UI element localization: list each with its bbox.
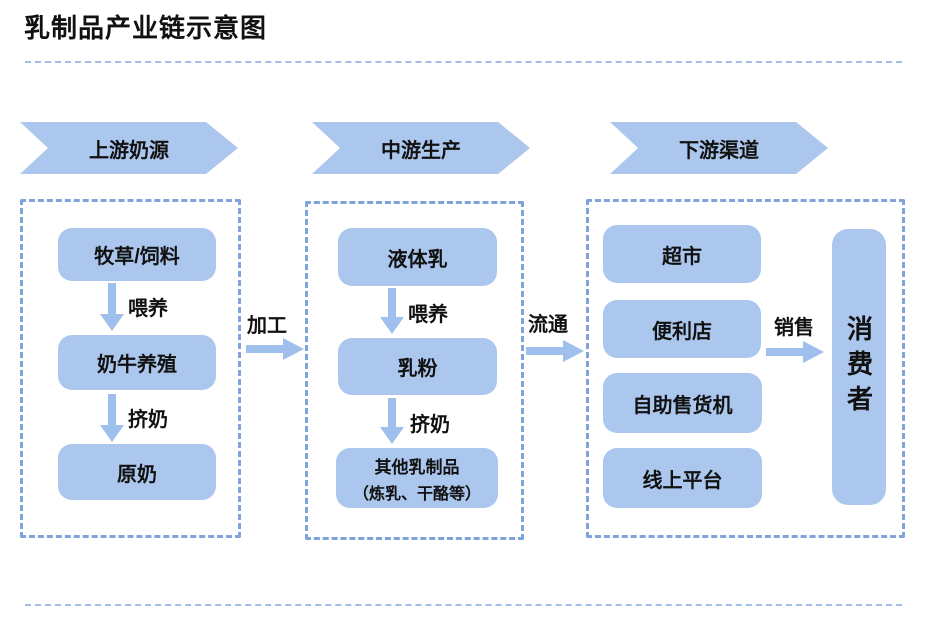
right-arrow-icon <box>526 340 584 362</box>
down-arrow-icon <box>100 283 124 331</box>
down-arrow-icon <box>380 398 404 444</box>
node-other-dairy-products: 其他乳制品 （炼乳、干酪等） <box>336 448 498 508</box>
banner-midstream: 中游生产 <box>312 122 530 174</box>
down-arrow-icon <box>100 394 124 442</box>
top-divider <box>25 61 902 63</box>
node-consumer: 消费者 <box>832 229 886 505</box>
label-sales: 销售 <box>774 317 814 339</box>
label-milking-upstream: 挤奶 <box>128 409 168 431</box>
label-milking-midstream: 挤奶 <box>410 414 450 436</box>
midstream-box <box>305 201 524 540</box>
label-feeding-upstream: 喂养 <box>128 298 168 320</box>
upstream-box <box>20 199 241 538</box>
node-supermarket: 超市 <box>603 225 761 283</box>
node-raw-milk: 原奶 <box>58 444 216 500</box>
down-arrow-icon <box>380 288 404 334</box>
node-online-platform: 线上平台 <box>603 448 762 508</box>
banner-downstream: 下游渠道 <box>610 122 828 174</box>
node-pasture-feed: 牧草/饲料 <box>58 228 216 281</box>
label-feeding-midstream: 喂养 <box>408 304 448 326</box>
bottom-divider <box>25 604 902 606</box>
downstream-box <box>586 199 905 538</box>
node-other-dairy-sub: （炼乳、干酪等） <box>352 485 481 503</box>
right-arrow-icon <box>246 338 304 360</box>
label-circulation: 流通 <box>528 314 568 336</box>
label-processing: 加工 <box>247 315 287 337</box>
node-convenience-store: 便利店 <box>603 300 761 358</box>
node-dairy-farming: 奶牛养殖 <box>58 335 216 390</box>
right-arrow-icon <box>766 341 824 363</box>
banner-upstream: 上游奶源 <box>20 122 238 174</box>
node-vending-machine: 自助售货机 <box>603 373 762 433</box>
node-milk-powder: 乳粉 <box>338 338 497 395</box>
node-liquid-milk: 液体乳 <box>338 228 497 286</box>
page-title: 乳制品产业链示意图 <box>24 13 268 43</box>
node-other-dairy-main: 其他乳制品 <box>374 457 460 477</box>
